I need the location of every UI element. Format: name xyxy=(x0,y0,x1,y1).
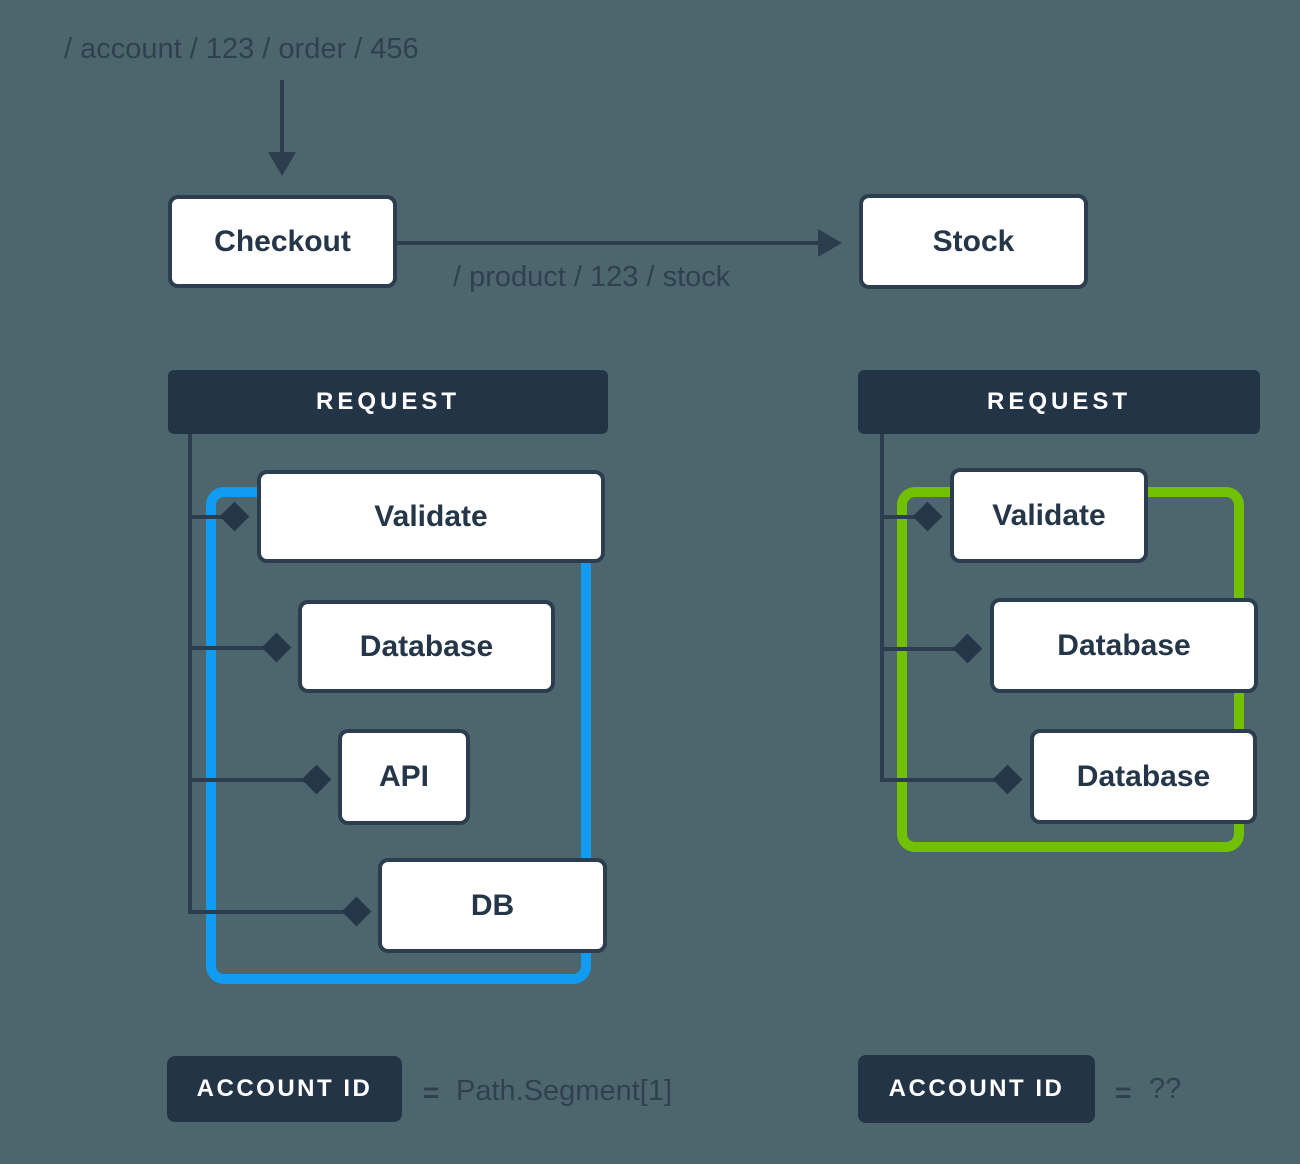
branch-line xyxy=(188,646,284,650)
branch-line xyxy=(880,515,935,519)
branch-line xyxy=(880,778,1015,782)
checkout-node: Checkout xyxy=(168,195,397,288)
branch-line xyxy=(188,778,324,782)
trunk-line-left xyxy=(188,434,192,914)
arrow-right-head-icon xyxy=(818,229,842,257)
node-api-left: API xyxy=(338,729,470,825)
request-header-left: REQUEST xyxy=(168,370,608,434)
node-database-right-1: Database xyxy=(990,598,1258,693)
equals-sign-left: = xyxy=(423,1077,440,1108)
node-validate-right: Validate xyxy=(950,468,1148,563)
trunk-line-right xyxy=(880,434,884,782)
equals-sign-right: = xyxy=(1115,1077,1132,1108)
node-db-left: DB xyxy=(378,858,607,953)
incoming-path-label: / account / 123 / order / 456 xyxy=(64,33,419,65)
arrow-right-line xyxy=(397,241,818,245)
branch-line xyxy=(188,515,242,519)
account-id-value-right: ?? xyxy=(1149,1073,1182,1105)
account-id-value-left: Path.Segment[1] xyxy=(456,1075,673,1107)
stock-path-label: / product / 123 / stock xyxy=(453,261,731,293)
branch-line xyxy=(188,910,364,914)
branch-line xyxy=(880,647,975,651)
arrow-down-line xyxy=(280,80,284,152)
request-header-right: REQUEST xyxy=(858,370,1260,434)
stock-node: Stock xyxy=(859,194,1088,289)
node-validate-left: Validate xyxy=(257,470,605,563)
arrow-down-head-icon xyxy=(268,152,296,176)
node-database-right-2: Database xyxy=(1030,729,1257,824)
node-database-left: Database xyxy=(298,600,555,693)
account-id-badge-right: ACCOUNT ID xyxy=(858,1055,1095,1123)
account-id-badge-left: ACCOUNT ID xyxy=(167,1056,402,1122)
